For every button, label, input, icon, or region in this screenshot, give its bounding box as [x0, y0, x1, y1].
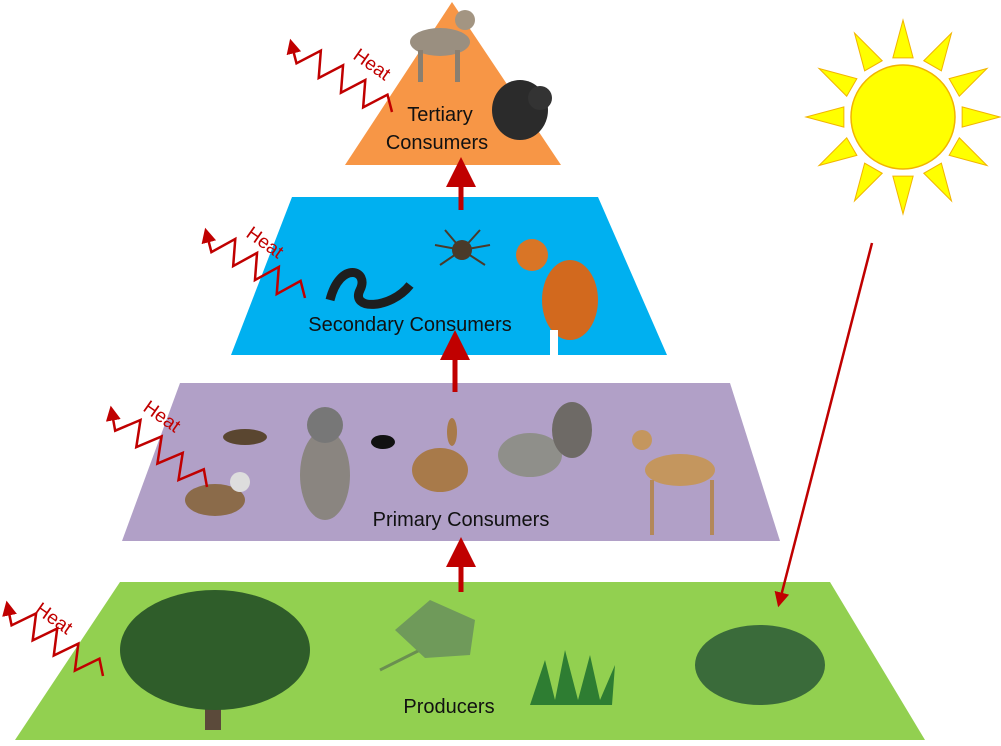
- sun-ray: [892, 18, 914, 59]
- beetle-icon: [371, 435, 395, 449]
- sun-ray: [853, 162, 884, 203]
- sun-ray: [892, 175, 914, 216]
- heat-arrow-primary: [105, 405, 209, 488]
- sun-ray: [948, 67, 989, 98]
- tree-icon: [120, 590, 310, 730]
- sparrow-icon: [185, 472, 250, 516]
- sun-ray: [961, 106, 1001, 128]
- heat-label-producers: Heat: [31, 599, 77, 640]
- grass-icon: [530, 650, 615, 705]
- leaf-icon: [379, 600, 475, 672]
- sun-icon: [804, 18, 1001, 216]
- heat-arrow-secondary: [201, 227, 307, 299]
- sun-disc: [850, 64, 956, 170]
- sun-ray: [817, 136, 858, 167]
- coyote-icon: [410, 10, 475, 82]
- heat-label-tertiary: Heat: [349, 45, 395, 86]
- tertiary-label-line2: Consumers: [386, 132, 488, 154]
- sun-ray: [804, 106, 845, 128]
- energy-flow-arrows: [440, 157, 476, 592]
- snake-icon: [325, 268, 414, 309]
- sunlight-arrow: [774, 242, 874, 608]
- sun-ray: [853, 31, 884, 72]
- tertiary-label-line1: Tertiary: [407, 104, 473, 126]
- bear-icon: [492, 80, 552, 140]
- primary-label: Primary Consumers: [373, 509, 550, 531]
- deer-icon: [632, 430, 715, 535]
- sun-ray: [948, 136, 989, 167]
- rabbit-icon: [412, 418, 468, 492]
- heat-arrow-producers: [2, 600, 105, 677]
- heat-arrow-tertiary: [286, 38, 394, 113]
- producers-label: Producers: [403, 696, 494, 718]
- sun-ray: [922, 162, 953, 203]
- fox-icon: [516, 239, 598, 355]
- secondary-label: Secondary Consumers: [308, 314, 511, 336]
- sun-ray: [817, 67, 858, 98]
- organism-illustrations: [120, 10, 825, 730]
- spider-icon: [434, 229, 491, 266]
- raccoon-icon: [300, 407, 350, 520]
- sun-ray: [922, 31, 953, 72]
- squirrel-icon: [498, 402, 592, 477]
- cricket-icon: [223, 429, 267, 445]
- fern-icon: [695, 625, 825, 705]
